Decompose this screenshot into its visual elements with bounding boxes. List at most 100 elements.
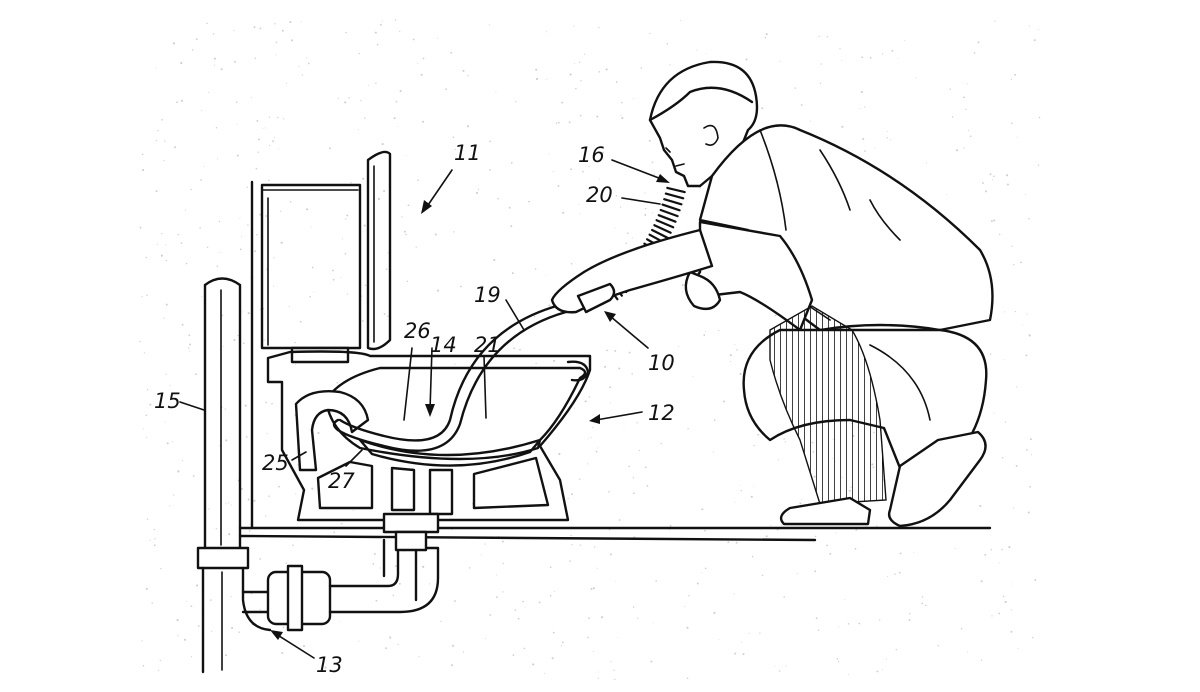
- paper-speck: [247, 312, 250, 315]
- paper-speck: [753, 444, 755, 447]
- paper-speck: [979, 504, 982, 507]
- paper-speck: [780, 524, 783, 526]
- paper-speck: [519, 348, 521, 351]
- paper-speck: [363, 224, 366, 227]
- paper-speck: [751, 555, 754, 558]
- paper-speck: [199, 226, 201, 229]
- paper-speck: [139, 340, 141, 343]
- paper-speck: [259, 213, 262, 216]
- paper-speck: [166, 442, 169, 445]
- paper-speck: [462, 651, 465, 653]
- paper-speck: [344, 101, 347, 104]
- paper-speck: [146, 518, 149, 520]
- paper-speck: [552, 631, 555, 634]
- paper-speck: [545, 31, 547, 33]
- paper-speck: [784, 441, 786, 443]
- paper-speck: [275, 41, 278, 43]
- paper-speck: [348, 97, 350, 99]
- paper-speck: [249, 523, 251, 525]
- paper-speck: [422, 565, 425, 568]
- paper-speck: [897, 58, 899, 59]
- paper-speck: [569, 73, 572, 76]
- paper-speck: [951, 116, 954, 118]
- paper-speck: [401, 216, 403, 218]
- paper-speck: [245, 436, 248, 438]
- paper-speck: [553, 359, 556, 362]
- paper-speck: [151, 602, 153, 604]
- paper-speck: [352, 509, 354, 511]
- paper-speck: [248, 530, 251, 532]
- paper-speck: [841, 60, 843, 62]
- paper-speck: [783, 438, 785, 440]
- paper-speck: [515, 101, 517, 103]
- paper-speck: [450, 51, 453, 54]
- paper-speck: [201, 296, 203, 298]
- paper-speck: [777, 459, 780, 461]
- paper-speck: [967, 651, 969, 653]
- drain-stack: [196, 277, 272, 674]
- paper-speck: [1001, 548, 1003, 551]
- paper-speck: [195, 373, 197, 376]
- paper-speck: [829, 552, 832, 555]
- paper-speck: [631, 373, 633, 375]
- paper-speck: [165, 373, 167, 375]
- paper-speck: [587, 463, 589, 465]
- paper-speck: [826, 544, 828, 547]
- paper-speck: [451, 644, 455, 647]
- paper-speck: [899, 552, 902, 555]
- paper-speck: [278, 485, 280, 488]
- paper-speck: [154, 538, 156, 540]
- paper-speck: [548, 304, 551, 307]
- paper-speck: [222, 346, 224, 347]
- label-27: 27: [328, 469, 355, 493]
- paper-speck: [236, 154, 239, 157]
- paper-speck: [189, 343, 192, 346]
- paper-speck: [610, 661, 612, 663]
- paper-speck: [418, 656, 420, 658]
- paper-speck: [417, 179, 419, 181]
- paper-speck: [579, 213, 581, 215]
- paper-speck: [998, 562, 1000, 564]
- paper-speck: [660, 442, 662, 445]
- paper-speck: [571, 544, 573, 546]
- paper-speck: [405, 233, 407, 236]
- paper-speck: [718, 639, 720, 641]
- paper-speck: [614, 349, 617, 352]
- paper-speck: [298, 65, 300, 68]
- hose-rib: [657, 214, 677, 223]
- paper-speck: [195, 38, 198, 41]
- paper-speck: [785, 665, 787, 667]
- paper-speck: [1010, 78, 1013, 80]
- paper-speck: [273, 257, 275, 259]
- paper-speck: [244, 404, 247, 407]
- paper-speck: [188, 334, 191, 337]
- paper-speck: [213, 57, 216, 60]
- paper-speck: [991, 615, 993, 617]
- paper-speck: [535, 362, 537, 365]
- paper-speck: [734, 652, 737, 655]
- paper-speck: [528, 200, 530, 203]
- paper-speck: [477, 188, 480, 190]
- paper-speck: [346, 293, 348, 295]
- paper-speck: [177, 470, 180, 473]
- paper-speck: [894, 573, 896, 575]
- paper-speck: [989, 353, 992, 355]
- paper-speck: [149, 539, 151, 541]
- paper-speck: [350, 181, 352, 184]
- paper-speck: [734, 501, 736, 503]
- paper-speck: [643, 341, 645, 343]
- paper-speck: [759, 632, 761, 634]
- paper-speck: [592, 426, 594, 429]
- paper-speck: [686, 626, 689, 629]
- paper-speck: [467, 125, 470, 128]
- paper-speck: [399, 89, 402, 93]
- paper-speck: [590, 437, 592, 438]
- hose-rib: [663, 198, 683, 206]
- paper-speck: [416, 63, 418, 65]
- paper-speck: [609, 386, 612, 389]
- paper-speck: [379, 23, 382, 26]
- paper-speck: [580, 80, 582, 82]
- paper-speck: [864, 150, 866, 152]
- paper-speck: [869, 56, 872, 59]
- paper-speck: [631, 237, 633, 239]
